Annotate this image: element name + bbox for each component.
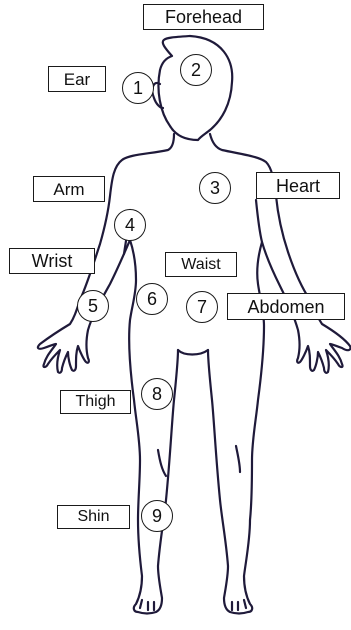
label-wrist: Wrist — [9, 248, 95, 274]
right-knee-line — [236, 446, 240, 472]
crotch-outline — [178, 350, 208, 355]
left-toes — [140, 600, 154, 610]
label-heart: Heart — [256, 172, 340, 199]
marker-thigh: 8 — [141, 378, 173, 410]
marker-forehead: 2 — [180, 54, 212, 86]
marker-ear: 1 — [122, 72, 154, 104]
right-inner-arm-line — [256, 200, 262, 242]
left-body-outline — [38, 134, 178, 614]
marker-heart: 3 — [199, 172, 231, 204]
label-shin: Shin — [57, 505, 130, 529]
label-forehead: Forehead — [143, 4, 264, 30]
left-knee-line — [158, 450, 166, 476]
marker-shin: 9 — [141, 500, 173, 532]
head-outline — [158, 36, 232, 140]
label-thigh: Thigh — [60, 390, 131, 414]
marker-arm: 4 — [114, 209, 146, 241]
marker-abdomen: 7 — [186, 291, 218, 323]
marker-waist: 6 — [136, 283, 168, 315]
label-waist: Waist — [165, 252, 237, 277]
label-abdomen: Abdomen — [227, 293, 345, 320]
marker-wrist: 5 — [77, 290, 109, 322]
label-arm: Arm — [33, 176, 105, 202]
right-body-outline — [208, 134, 351, 614]
label-ear: Ear — [48, 66, 106, 92]
right-toes — [232, 600, 246, 610]
